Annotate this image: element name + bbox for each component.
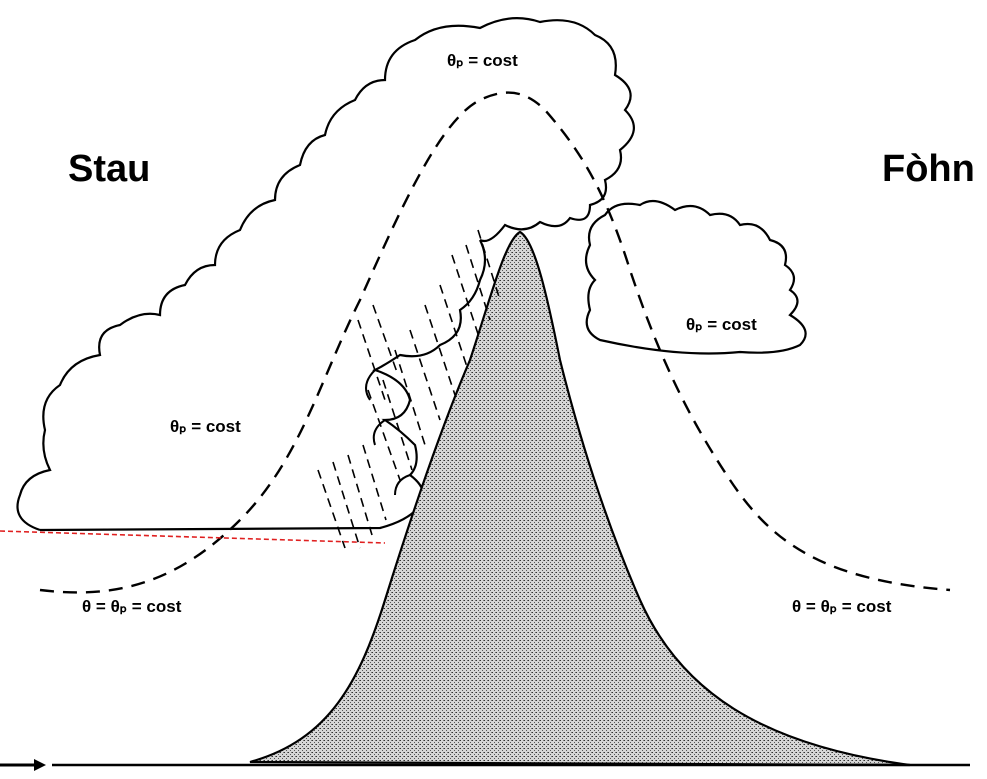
windward-cloud-edge [40, 240, 485, 530]
lee-ground-annotation: θ = θₚ = cost [792, 598, 891, 615]
top-cloud-annotation: θₚ = cost [447, 52, 518, 69]
lee-cloud-annotation: θₚ = cost [686, 316, 757, 333]
stau-label: Stau [68, 150, 150, 188]
windward-ground-annotation: θ = θₚ = cost [82, 598, 181, 615]
windward-cloud-annotation: θₚ = cost [170, 418, 241, 435]
mountain [250, 232, 910, 765]
fohn-label: Fòhn [882, 150, 975, 188]
arrow-right-icon [0, 759, 46, 771]
condensation-level-line [0, 531, 385, 543]
